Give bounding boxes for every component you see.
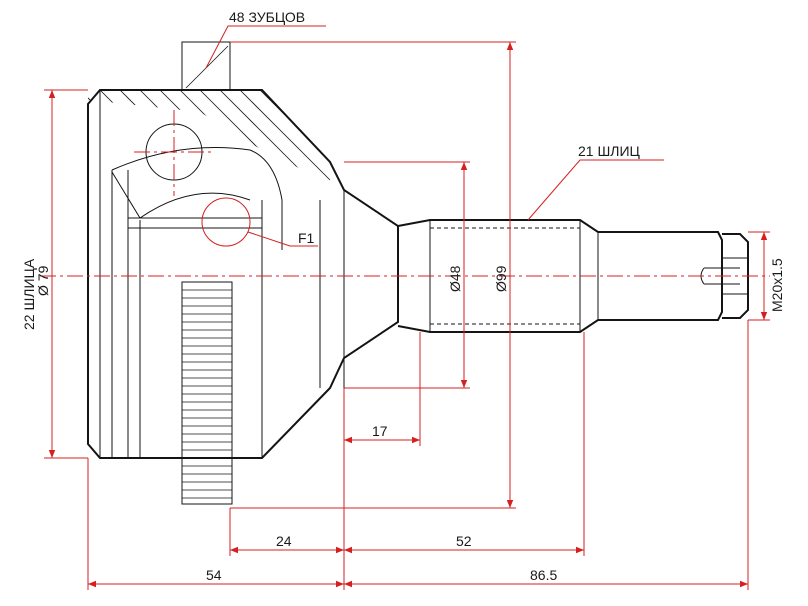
- label-dia48: Ø48: [447, 265, 463, 292]
- leader-teeth: [205, 25, 326, 69]
- label-dim-86-5: 86.5: [530, 567, 557, 583]
- detail-f1-circle: [201, 197, 251, 247]
- inner-race: [111, 147, 283, 250]
- label-dim-24: 24: [276, 533, 292, 549]
- cage-arc: [111, 171, 251, 219]
- label-thread: M20x1.5: [769, 258, 785, 312]
- housing-outline: [87, 89, 399, 459]
- label-dim-17: 17: [372, 423, 388, 439]
- abs-tooth-detail: [181, 41, 231, 91]
- label-splines-shaft: 21 ШЛИЦ: [578, 143, 641, 159]
- label-dim-54: 54: [206, 567, 222, 583]
- label-f1: F1: [298, 230, 315, 246]
- abs-teeth: [182, 289, 232, 499]
- label-teeth: 48 ЗУБЦОВ: [229, 9, 305, 25]
- label-splines-inner: 22 ШЛИЦА: [21, 258, 37, 330]
- abs-tone-ring: [181, 281, 233, 505]
- dimension-lines: [44, 25, 770, 590]
- label-dia79: Ø 79: [35, 265, 51, 296]
- part-outline: [87, 41, 749, 505]
- leader-f1: [247, 231, 318, 247]
- label-dia99: Ø99: [493, 265, 509, 292]
- label-dim-52: 52: [456, 533, 472, 549]
- leader-splines: [527, 159, 664, 221]
